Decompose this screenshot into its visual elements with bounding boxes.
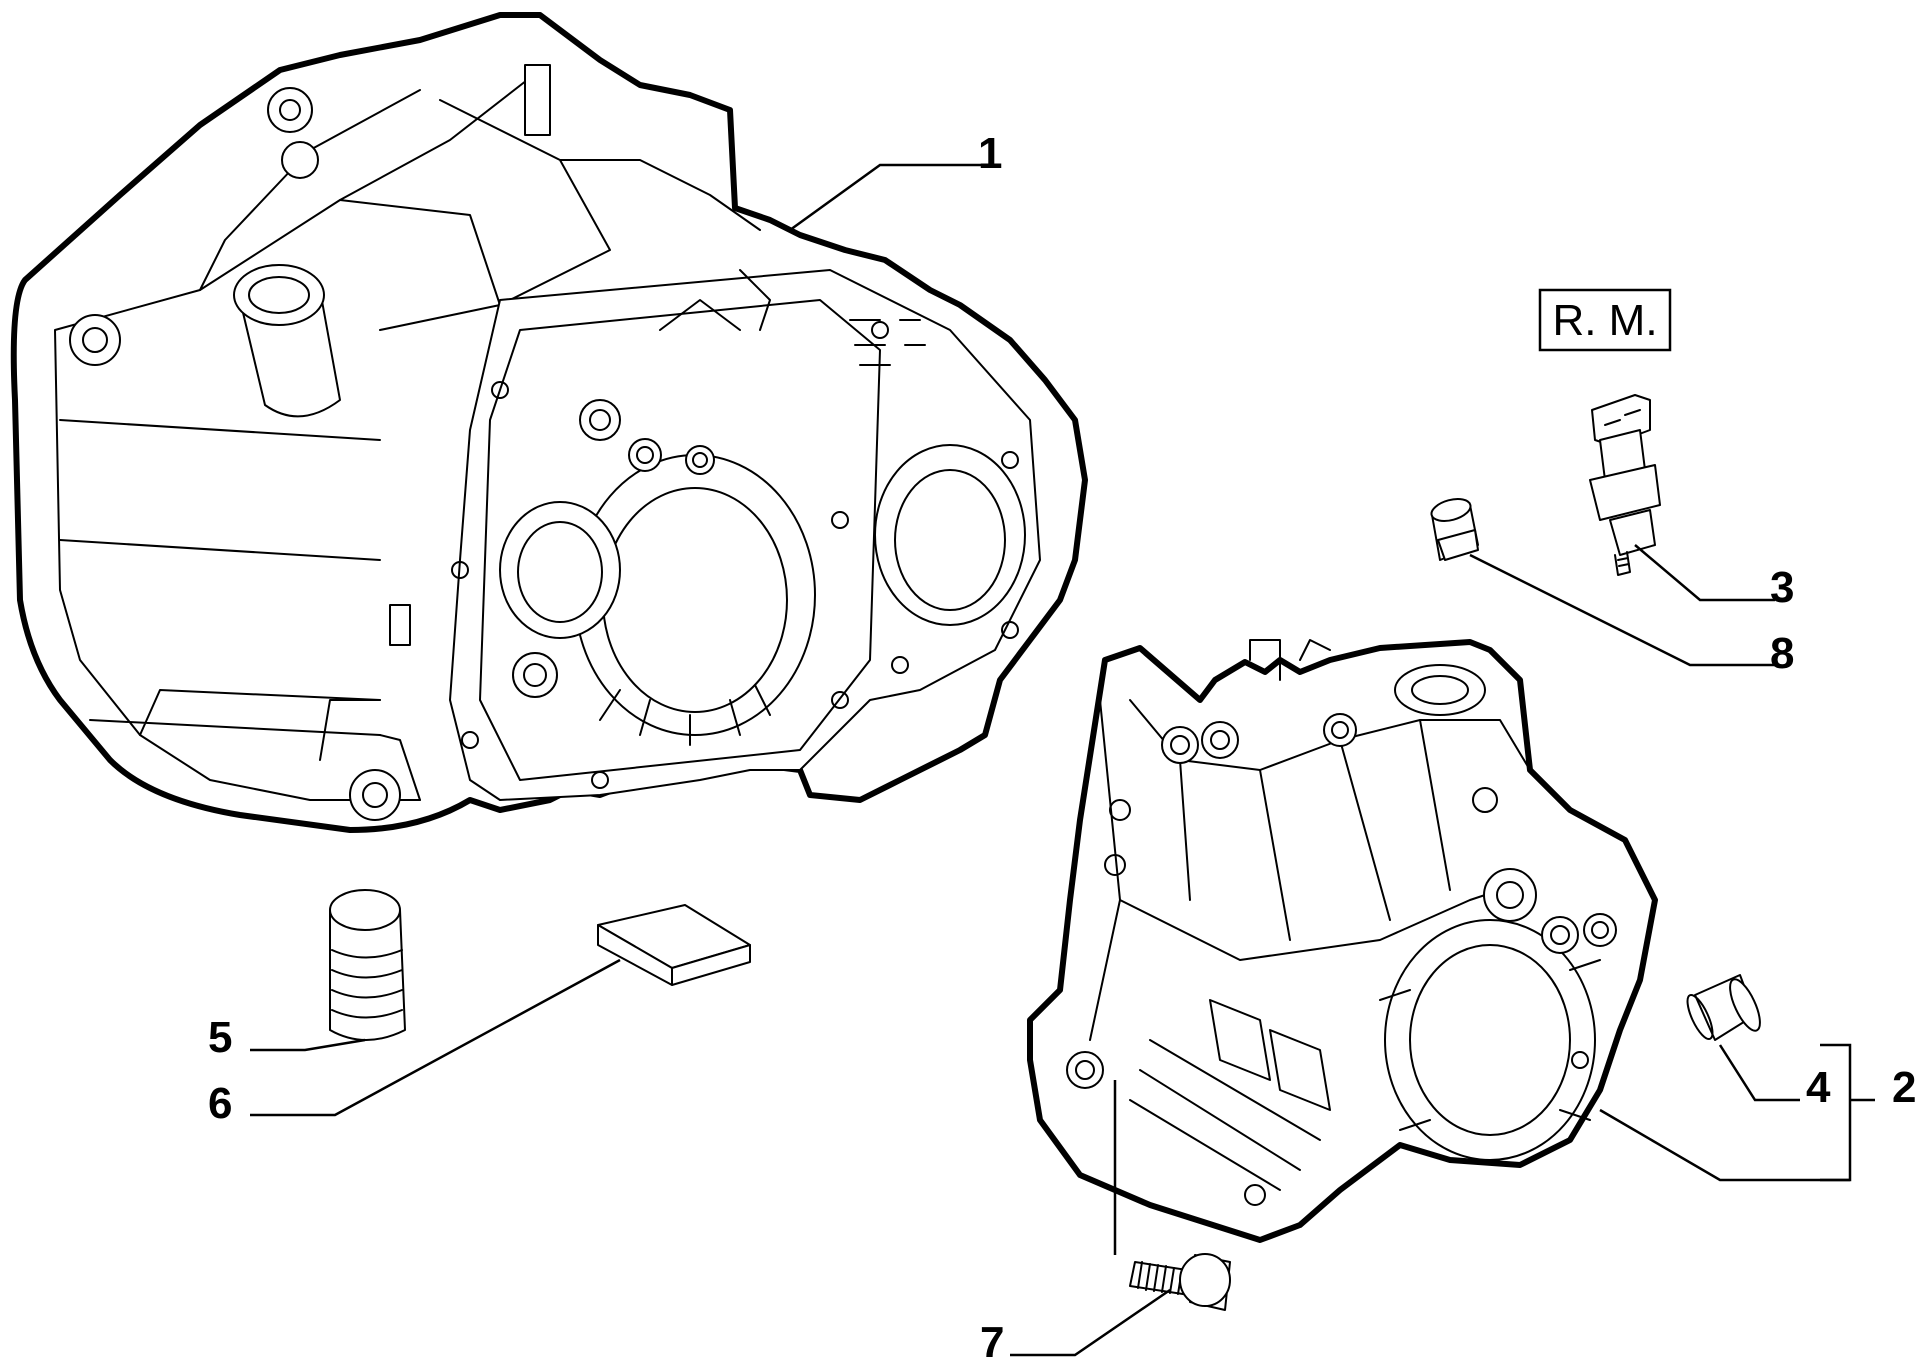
callout-7: 7: [980, 1318, 1004, 1361]
rm-tag-text: R. M.: [1552, 296, 1657, 345]
bolt-part: [1129, 1253, 1231, 1311]
callout-labels: 1 2 3 4 5 6 7 8: [208, 129, 1915, 1361]
clutch-housing-part: [10, 12, 1088, 833]
callout-1: 1: [978, 129, 1002, 178]
callout-8: 8: [1770, 629, 1794, 678]
cap-part: [1430, 498, 1479, 561]
callout-4: 4: [1806, 1063, 1831, 1112]
callout-3: 3: [1770, 563, 1794, 612]
reverse-light-switch-part: [1589, 394, 1661, 576]
rm-tag: R. M.: [1538, 288, 1672, 352]
bush-part: [1686, 974, 1761, 1041]
threaded-plug-part: [329, 889, 406, 1041]
callout-2: 2: [1892, 1063, 1915, 1112]
magnet-part: [597, 904, 751, 986]
callout-6: 6: [208, 1079, 232, 1128]
rm-tag-box: [1538, 288, 1672, 352]
leader-lines: [250, 163, 1875, 1357]
gearbox-case-part: [1027, 639, 1658, 1243]
callout-5: 5: [208, 1013, 232, 1062]
